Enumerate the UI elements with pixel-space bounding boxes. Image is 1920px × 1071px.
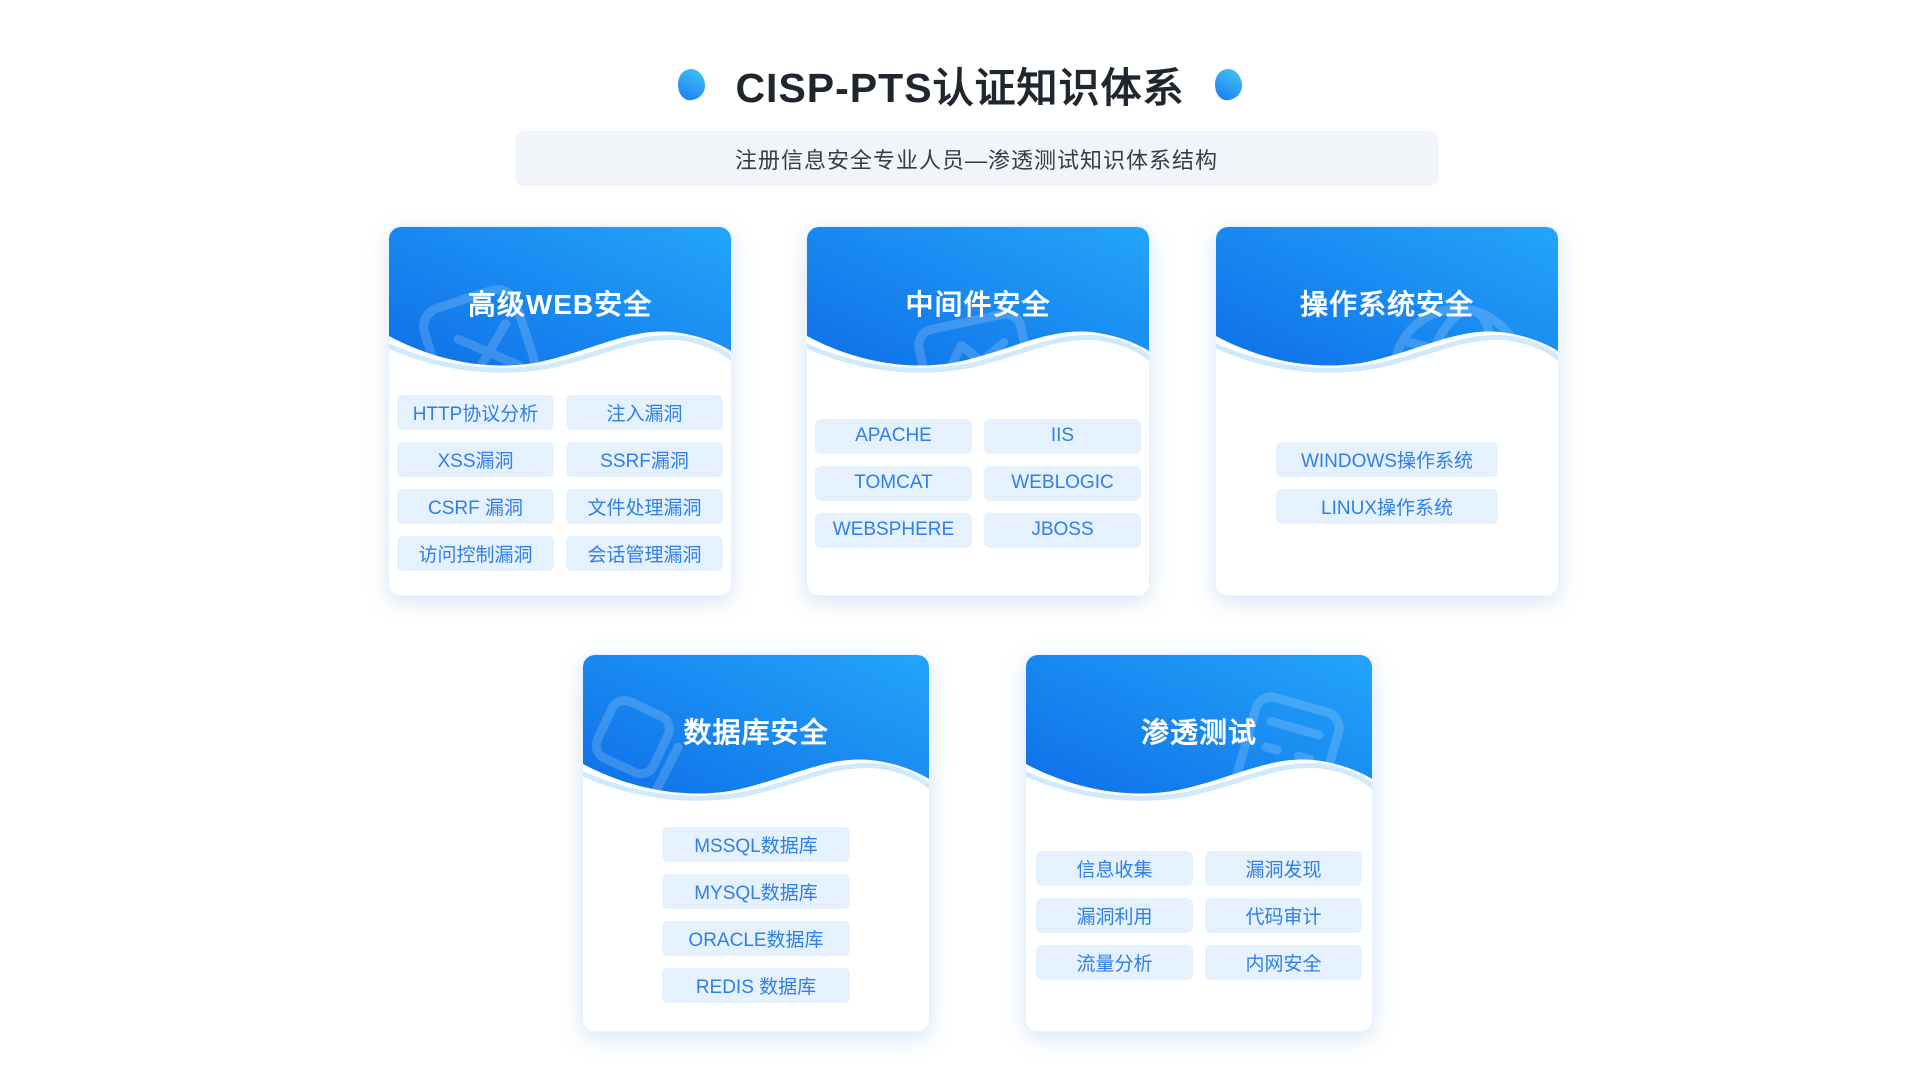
shield-icon [676,67,707,101]
tag: TOMCAT [815,465,972,501]
tag: 会话管理漏洞 [566,536,723,571]
tag: WINDOWS操作系统 [1276,442,1498,477]
card-title: 渗透测试 [1140,717,1257,748]
card-os-security: 操作系统安全 WINDOWS操作系统 LINUX操作系统 [1215,226,1559,596]
tag: ORACLE数据库 [662,921,850,956]
card-advanced-web-security: 高级WEB安全 HTTP协议分析注入漏洞 XSS漏洞 SSRF漏洞 CSRF 漏洞文件… [388,226,732,596]
card-header: 高级WEB安全 [389,227,731,377]
tag: 内网安全 [1205,944,1362,980]
wave-decoration [807,331,1149,377]
tag-list: MSSQL数据库 MYSQL数据库 ORACLE数据库 REDIS 数据库 [583,805,929,1031]
page-title: CISP-PTS认证知识体系 [735,65,1185,111]
tag: CSRF 漏洞 [397,489,554,524]
page-subtitle: 注册信息安全专业人员—渗透测试知识体系结构 [515,131,1438,186]
tag: WEBSPHERE [815,512,972,548]
card-middleware-security: 中间件安全 APACHE IIS TOMCAT WEBLOGIC WEBSPHERE JB… [806,226,1150,596]
card-title: 高级WEB安全 [467,289,653,320]
card-database-security: 数据库安全 MSSQL数据库 MYSQL数据库 ORACLE数据库 REDIS 数据库 [582,654,930,1032]
tag: REDIS 数据库 [662,968,850,1003]
tag-list: WINDOWS操作系统 LINUX操作系统 [1216,377,1558,595]
card-title: 数据库安全 [683,717,829,748]
tag: 访问控制漏洞 [397,536,554,571]
tag: LINUX操作系统 [1276,489,1498,524]
card-header: 操作系统安全 [1216,227,1558,377]
wave-decoration [1026,759,1372,805]
tag: WEBLOGIC [984,465,1141,501]
tag: JBOSS [984,512,1141,548]
tag: HTTP协议分析 [397,395,554,430]
card-penetration-testing: 渗透测试 信息收集漏洞发现漏洞利用代码审计流量分析内网安全 [1025,654,1373,1032]
card-title: 操作系统安全 [1299,289,1474,320]
tag: APACHE [815,418,972,454]
card-header: 数据库安全 [583,655,929,805]
tag: 漏洞发现 [1205,850,1362,886]
tag: XSS漏洞 [397,442,554,477]
wave-decoration [1216,331,1558,377]
shield-icon [1213,67,1244,101]
page-subtitle-text: 注册信息安全专业人员—渗透测试知识体系结构 [734,147,1218,173]
tag: 注入漏洞 [566,395,723,430]
tag: 漏洞利用 [1036,897,1193,933]
card-title: 中间件安全 [905,289,1051,320]
tag: 信息收集 [1036,850,1193,886]
tag-list: HTTP协议分析注入漏洞 XSS漏洞 SSRF漏洞 CSRF 漏洞文件处理漏洞访问控制… [389,377,731,595]
wave-decoration [583,759,929,805]
tag: 代码审计 [1205,897,1362,933]
card-header: 中间件安全 [807,227,1149,377]
tag: SSRF漏洞 [566,442,723,477]
tag-list: APACHE IIS TOMCAT WEBLOGIC WEBSPHERE JBOSS [807,377,1149,595]
tag: 文件处理漏洞 [566,489,723,524]
tag-list: 信息收集漏洞发现漏洞利用代码审计流量分析内网安全 [1026,805,1372,1031]
tag: MYSQL数据库 [662,874,850,909]
tag: 流量分析 [1036,944,1193,980]
wave-decoration [389,331,731,377]
page-header: CISP-PTS认证知识体系 [0,58,1920,111]
card-header: 渗透测试 [1026,655,1372,805]
tag: IIS [984,418,1141,454]
tag: MSSQL数据库 [662,827,850,862]
